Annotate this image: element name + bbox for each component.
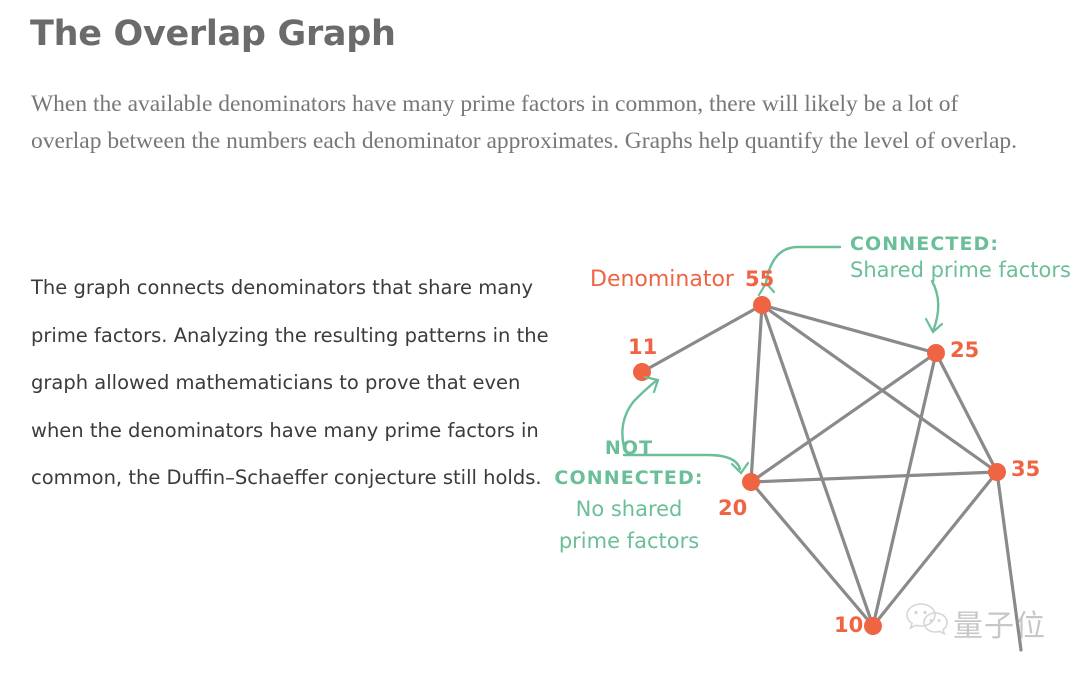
- graph-edge-55-10: [760, 303, 875, 628]
- graph-edge-20-10: [749, 480, 875, 628]
- annotation-arrow-connected-to-55: [757, 245, 842, 297]
- graph-edge-25-20: [749, 351, 938, 484]
- denominator-caption: Denominator: [590, 267, 734, 292]
- graph-node-55[interactable]: [753, 296, 771, 314]
- wechat-icon: [906, 603, 948, 636]
- graph-edge-55-25: [760, 303, 938, 355]
- graph-edge-55-20: [749, 303, 764, 484]
- body-paragraph: The graph connects denominators that sha…: [31, 276, 549, 489]
- annotation-not-connected: NOT CONNECTED: No shared prime factors: [546, 433, 712, 557]
- page-title: The Overlap Graph: [30, 14, 396, 54]
- annotation-not-connected-head: NOT CONNECTED:: [554, 437, 704, 489]
- graph-edge-offscreen: [995, 470, 1023, 652]
- graph-edge-55-11: [640, 303, 764, 374]
- graph-node-10[interactable]: [864, 617, 882, 635]
- graph-node-25[interactable]: [927, 344, 945, 362]
- graph-node-label-25: 25: [950, 338, 980, 362]
- graph-edge-20-35: [749, 470, 999, 484]
- annotation-arrow-not-connected-to-11: [621, 375, 660, 449]
- graph-edge-25-35: [934, 351, 999, 474]
- annotation-connected-body: Shared prime factors: [850, 258, 1071, 282]
- annotation-connected-head: CONNECTED:: [850, 233, 1000, 255]
- graph-node-label-11: 11: [628, 335, 658, 359]
- annotation-connected: CONNECTED: Shared prime factors: [850, 233, 1071, 282]
- graph-node-label-20: 20: [718, 496, 748, 520]
- overlap-graph: 55 11 25 35 20 10 Denominator CONNECTED: Shar…: [540, 225, 1080, 673]
- annotation-arrow-not-connected-to-20: [622, 453, 750, 475]
- annotation-arrow-connected-to-edge: [924, 279, 944, 334]
- graph-node-label-35: 35: [1011, 457, 1041, 481]
- graph-edge-35-10: [871, 470, 999, 628]
- graph-edge-layer: [640, 303, 999, 628]
- graph-node-label-55: 55: [745, 267, 775, 291]
- watermark: 量子位: [905, 600, 1065, 652]
- graph-edge-55-35: [760, 303, 999, 474]
- intro-paragraph: When the available denominators have man…: [31, 91, 1018, 154]
- graph-node-label-10: 10: [834, 613, 864, 637]
- annotation-not-connected-body: No shared prime factors: [558, 497, 700, 553]
- graph-edge-25-10: [871, 351, 938, 628]
- graph-node-35[interactable]: [988, 463, 1006, 481]
- graph-canvas: [621, 245, 1023, 652]
- graph-node-layer: [633, 296, 1006, 635]
- graph-node-20[interactable]: [742, 473, 760, 491]
- watermark-text: 量子位: [953, 609, 1046, 644]
